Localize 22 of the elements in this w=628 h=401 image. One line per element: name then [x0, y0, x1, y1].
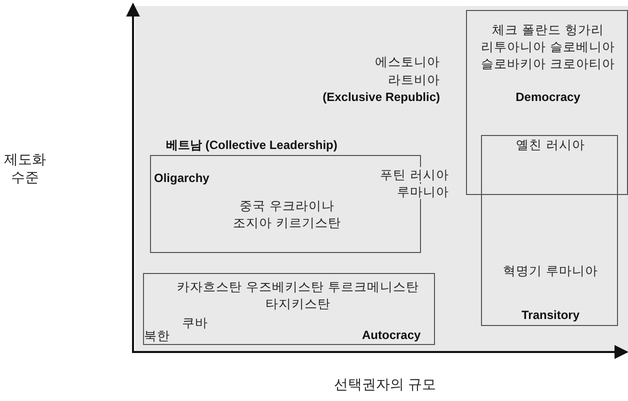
axis-title: 제도화 수준: [3, 151, 47, 187]
region-box: [143, 273, 435, 345]
category-label: Oligarchy: [154, 170, 210, 187]
country-name: 루마니아: [397, 184, 449, 199]
country-name: 라트비아: [387, 71, 440, 88]
country-list: 중국 우크라이나 조지아 키르기스탄: [226, 197, 348, 231]
country-list: 혁명기 루마니아: [482, 262, 619, 279]
country-name: 에스토니아: [374, 53, 440, 70]
category-label: Autocracy: [362, 327, 421, 344]
country-list: 체크 폴란드 헝가리 리투아니아 슬로베니아 슬로바키아 크로아티아: [474, 21, 622, 72]
country-name: 쿠바: [182, 314, 208, 331]
country-name: 푸틴 러시아: [380, 167, 449, 182]
group-heading: 베트남 (Collective Leadership): [166, 137, 338, 154]
country-list: 옐친 러시아: [482, 136, 619, 153]
region-box: [466, 10, 628, 195]
axis-title: 선택권자의 규모: [332, 376, 438, 394]
country-list: 카자흐스탄 우즈베키스탄 투르크메니스탄 타지키스탄: [174, 278, 422, 312]
country-name: 북한: [144, 327, 170, 344]
category-label: (Exclusive Republic): [322, 89, 440, 106]
region-box: [481, 135, 618, 326]
category-label: Transitory: [520, 307, 581, 324]
category-label: Democracy: [514, 89, 582, 106]
